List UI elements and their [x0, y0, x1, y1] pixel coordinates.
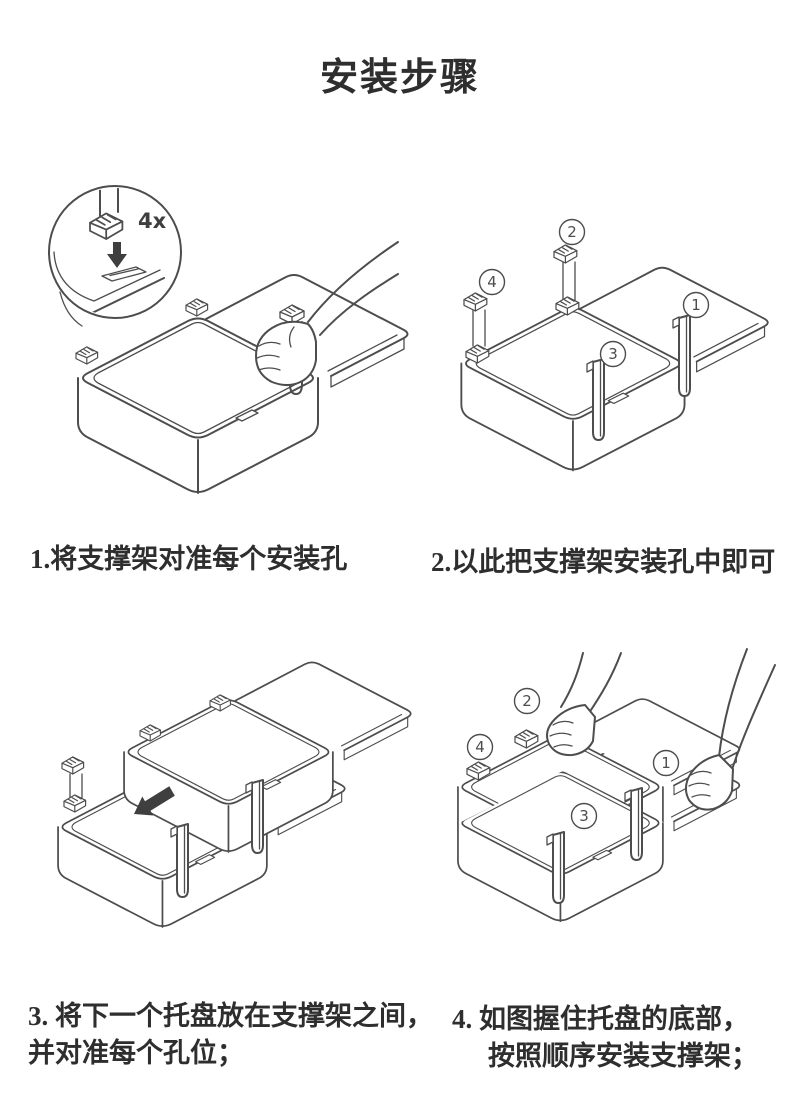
- clip-icon: [185, 298, 209, 317]
- quantity-label: 4x: [138, 209, 167, 233]
- step-1-caption: 1.将支撑架对准每个安装孔: [30, 541, 347, 578]
- page-title: 安装步骤: [319, 57, 480, 99]
- step-3-caption: 3. 将下一个托盘放在支撑架之间， 并对准每个孔位；: [28, 998, 433, 1072]
- support-bracket: [279, 304, 305, 395]
- clip-icon: [514, 729, 539, 749]
- svg-text:1: 1: [661, 754, 671, 772]
- svg-text:1: 1: [691, 296, 701, 314]
- marker-2: 2: [558, 218, 586, 246]
- caption-line: 1.将支撑架对准每个安装孔: [30, 544, 348, 574]
- svg-text:2: 2: [567, 223, 577, 241]
- marker-3: 3: [570, 802, 598, 830]
- marker-1: 1: [652, 749, 680, 777]
- caption-line: 并对准每个孔位；: [28, 1038, 244, 1068]
- clip-icon: [75, 346, 99, 365]
- caption-line: 3. 将下一个托盘放在支撑架之间，: [28, 1001, 433, 1031]
- support-bracket-1: [624, 787, 643, 861]
- marker-1: 1: [682, 291, 710, 319]
- down-arrow-icon: [107, 242, 127, 268]
- hand-icon: [685, 648, 776, 811]
- figure-step4: 2 4 1 3: [457, 648, 776, 923]
- hand-icon: [546, 652, 622, 757]
- step-2-caption: 2.以此把支撑架安装孔中即可: [431, 544, 775, 581]
- marker-2: 2: [513, 687, 541, 715]
- support-bracket-3: [546, 831, 565, 904]
- hand-icon: [255, 241, 399, 386]
- figure-step2: 2 4 1 3: [460, 218, 769, 472]
- support-bracket-3: [586, 358, 605, 441]
- support-bracket: [245, 779, 264, 854]
- step-4-caption: 4. 如图握住托盘的底部， 按照顺序安装支撑架；: [452, 1001, 758, 1075]
- figure-step1: 4x: [48, 185, 409, 494]
- support-bracket-1: [672, 314, 691, 397]
- svg-text:2: 2: [522, 692, 532, 710]
- svg-text:3: 3: [608, 345, 618, 363]
- support-bracket: [61, 756, 87, 813]
- caption-line: 按照顺序安装支撑架；: [488, 1041, 758, 1071]
- svg-text:3: 3: [579, 807, 589, 825]
- support-bracket-2: [553, 244, 580, 316]
- support-bracket-4: [463, 292, 490, 364]
- figure-step3: [57, 661, 412, 928]
- marker-4: 4: [478, 268, 506, 296]
- support-bracket: [170, 823, 189, 898]
- callout-circle: 4x: [48, 185, 182, 327]
- marker-4: 4: [466, 733, 494, 761]
- svg-text:4: 4: [487, 273, 497, 291]
- caption-line: 2.以此把支撑架安装孔中即可: [431, 547, 776, 577]
- marker-3: 3: [599, 340, 627, 368]
- caption-line: 4. 如图握住托盘的底部，: [452, 1004, 749, 1034]
- direction-arrow-icon: [134, 786, 175, 816]
- svg-text:4: 4: [475, 738, 485, 756]
- tray-illustration: [460, 266, 769, 472]
